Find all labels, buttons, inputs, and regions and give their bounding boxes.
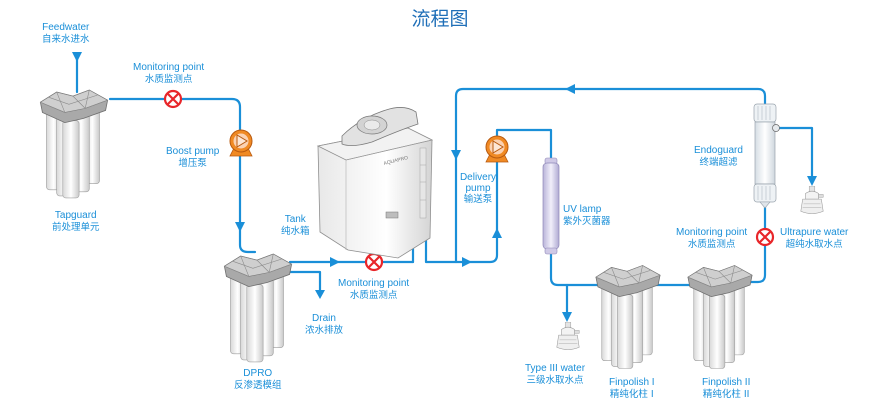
label-zh: 反渗透模组 <box>234 380 282 391</box>
arrow-loop-left <box>565 84 575 94</box>
arrow-type3 <box>562 312 572 322</box>
label-type3-water: Type III water 三级水取水点 <box>525 363 585 387</box>
label-zh: 水质监测点 <box>349 290 398 301</box>
label-monitoring-1: Monitoring point 水质监测点 <box>133 62 204 86</box>
finpolish-1-cartridge <box>595 265 661 369</box>
arrow-loop-down <box>451 150 461 160</box>
endoguard-unit <box>753 103 780 209</box>
pump-icon-boost <box>229 129 253 157</box>
label-zh: 水质监测点 <box>687 239 736 250</box>
label-zh: 超纯水取水点 <box>785 239 843 250</box>
label-ultrapure-water: Ultrapure water 超纯水取水点 <box>780 227 848 251</box>
pipe-dpro-drain <box>288 270 322 294</box>
label-zh: 水质监测点 <box>144 74 193 85</box>
valve-icon-monitoring-3 <box>755 227 775 247</box>
label-zh: 三级水取水点 <box>526 375 584 386</box>
label-tank: Tank 纯水箱 <box>281 214 310 238</box>
label-delivery-pump: Delivery pump 输送泵 <box>458 172 498 205</box>
label-zh: 增压泵 <box>178 158 207 169</box>
tank-unit: AQUAPRO <box>316 107 434 259</box>
label-zh: 前处理单元 <box>52 222 100 233</box>
pump-icon-delivery <box>485 135 509 163</box>
label-en: Monitoring point <box>338 278 410 289</box>
label-en: Ultrapure water <box>780 227 849 238</box>
arrow-feedwater <box>72 52 82 62</box>
label-zh: 精纯化柱 II <box>702 389 750 400</box>
label-boost-pump: Boost pump 增压泵 <box>166 146 219 170</box>
label-en: Endoguard <box>694 145 743 156</box>
label-zh: 纯水箱 <box>281 226 310 237</box>
label-uv-lamp: UV lamp 紫外灭菌器 <box>563 204 611 228</box>
svg-text:AQUAPRO: AQUAPRO <box>383 155 409 167</box>
label-feedwater: Feedwater 自来水进水 <box>42 22 90 46</box>
flow-arrows <box>72 52 817 322</box>
label-en: Finpolish II <box>702 377 751 388</box>
tapguard-cartridge <box>39 89 109 199</box>
label-en: Finpolish I <box>609 377 655 388</box>
label-en: Delivery pump <box>459 172 497 194</box>
label-en: DPRO <box>243 368 273 379</box>
label-en: Tank <box>284 214 306 225</box>
label-en: Monitoring point <box>676 227 748 238</box>
label-zh: 浓水排放 <box>305 325 344 336</box>
arrow-to-tank <box>330 257 340 267</box>
dpro-cartridge <box>223 253 293 363</box>
label-monitoring-2: Monitoring point 水质监测点 <box>338 278 409 302</box>
label-drain: Drain 浓水排放 <box>305 313 343 337</box>
label-zh: 紫外灭菌器 <box>563 216 611 227</box>
arrow-drain <box>315 290 325 299</box>
label-endoguard: Endoguard 终端超滤 <box>694 145 743 169</box>
label-dpro: DPRO 反渗透模组 <box>234 368 282 392</box>
label-en: Feedwater <box>42 22 90 33</box>
valve-icon-monitoring-2 <box>364 252 384 272</box>
label-monitoring-3: Monitoring point 水质监测点 <box>676 227 747 251</box>
label-en: UV lamp <box>563 204 602 215</box>
pipe-return-loop <box>454 87 767 264</box>
label-zh: 终端超滤 <box>699 157 738 168</box>
label-en: Tapguard <box>54 210 97 221</box>
pipes <box>75 53 814 316</box>
tap-icon-ultrapure <box>800 186 824 214</box>
uv-lamp-unit <box>542 157 560 255</box>
arrow-to-delivery <box>462 257 472 267</box>
label-en: Monitoring point <box>133 62 205 73</box>
pipe-tapguard-to-boost <box>108 97 257 254</box>
pipe-endo-to-ultrapure <box>778 126 814 180</box>
label-tapguard: Tapguard 前处理单元 <box>52 210 100 234</box>
valve-icon-monitoring-1 <box>163 89 183 109</box>
finpolish-2-cartridge <box>687 265 753 369</box>
label-zh: 自来水进水 <box>42 34 90 45</box>
diagram-title: 流程图 <box>411 8 469 30</box>
label-finpolish-2: Finpolish II 精纯化柱 II <box>702 377 750 401</box>
arrow-up-delivery <box>492 228 502 238</box>
label-zh: 精纯化柱 I <box>609 389 654 400</box>
pipe-uv-to-polish <box>549 250 602 287</box>
label-en: Boost pump <box>166 146 220 157</box>
pipe-polish-to-endo <box>743 204 767 284</box>
arrow-down-boost <box>235 222 245 232</box>
arrow-ultrapure <box>807 176 817 186</box>
tap-icon-type3 <box>556 322 580 350</box>
label-en: Type III water <box>525 363 586 374</box>
label-en: Drain <box>312 313 336 324</box>
label-finpolish-1: Finpolish I 精纯化柱 I <box>609 377 655 401</box>
label-zh: 输送泵 <box>463 194 493 205</box>
